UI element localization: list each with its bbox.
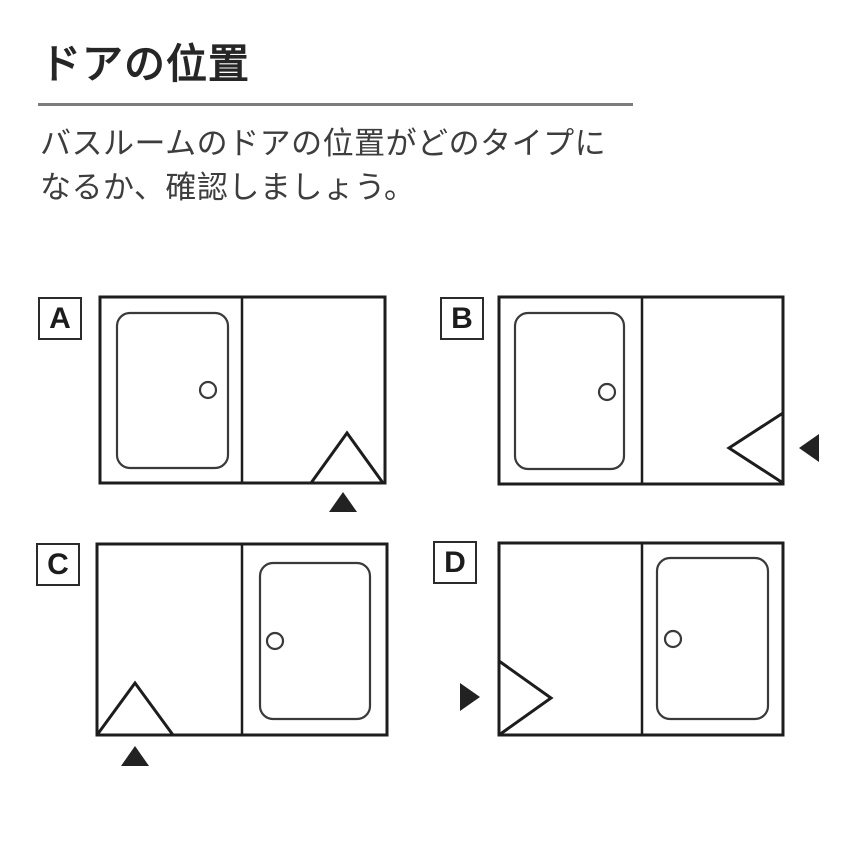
door-marker	[726, 411, 784, 485]
diagram-d	[460, 541, 785, 737]
entry-arrow-left-icon	[799, 434, 819, 462]
entry-arrow-up-icon	[121, 746, 149, 766]
diagram-a	[98, 295, 387, 512]
diagram-a-label: A	[38, 297, 82, 340]
entry-arrow-up-icon	[329, 492, 357, 512]
bathtub-shape	[655, 556, 770, 721]
diagram-b	[497, 295, 819, 486]
door-marker	[309, 430, 385, 484]
diagram-c	[95, 542, 389, 766]
drain-circle	[663, 629, 683, 649]
door-marker	[498, 659, 554, 737]
diagram-c-label: C	[36, 543, 80, 586]
door-marker	[95, 680, 175, 736]
drain-circle	[265, 631, 285, 651]
bathtub-shape	[513, 311, 626, 471]
entry-arrow-right-icon	[460, 683, 480, 711]
page-title: ドアの位置	[40, 41, 250, 87]
drain-circle	[597, 382, 617, 402]
diagram-b-label: B	[440, 297, 484, 340]
intro-text: バスルームのドアの位置がどのタイプになるか、確認しましょう。	[40, 122, 606, 210]
bathtub-shape	[258, 561, 372, 721]
intro-line-1: バスルームのドアの位置がどのタイプに	[40, 126, 607, 161]
title-underline	[38, 103, 633, 106]
intro-line-2: なるか、確認しましょう。	[40, 170, 416, 205]
drain-circle	[198, 380, 218, 400]
diagram-d-label: D	[433, 541, 477, 584]
bathtub-shape	[115, 311, 230, 470]
